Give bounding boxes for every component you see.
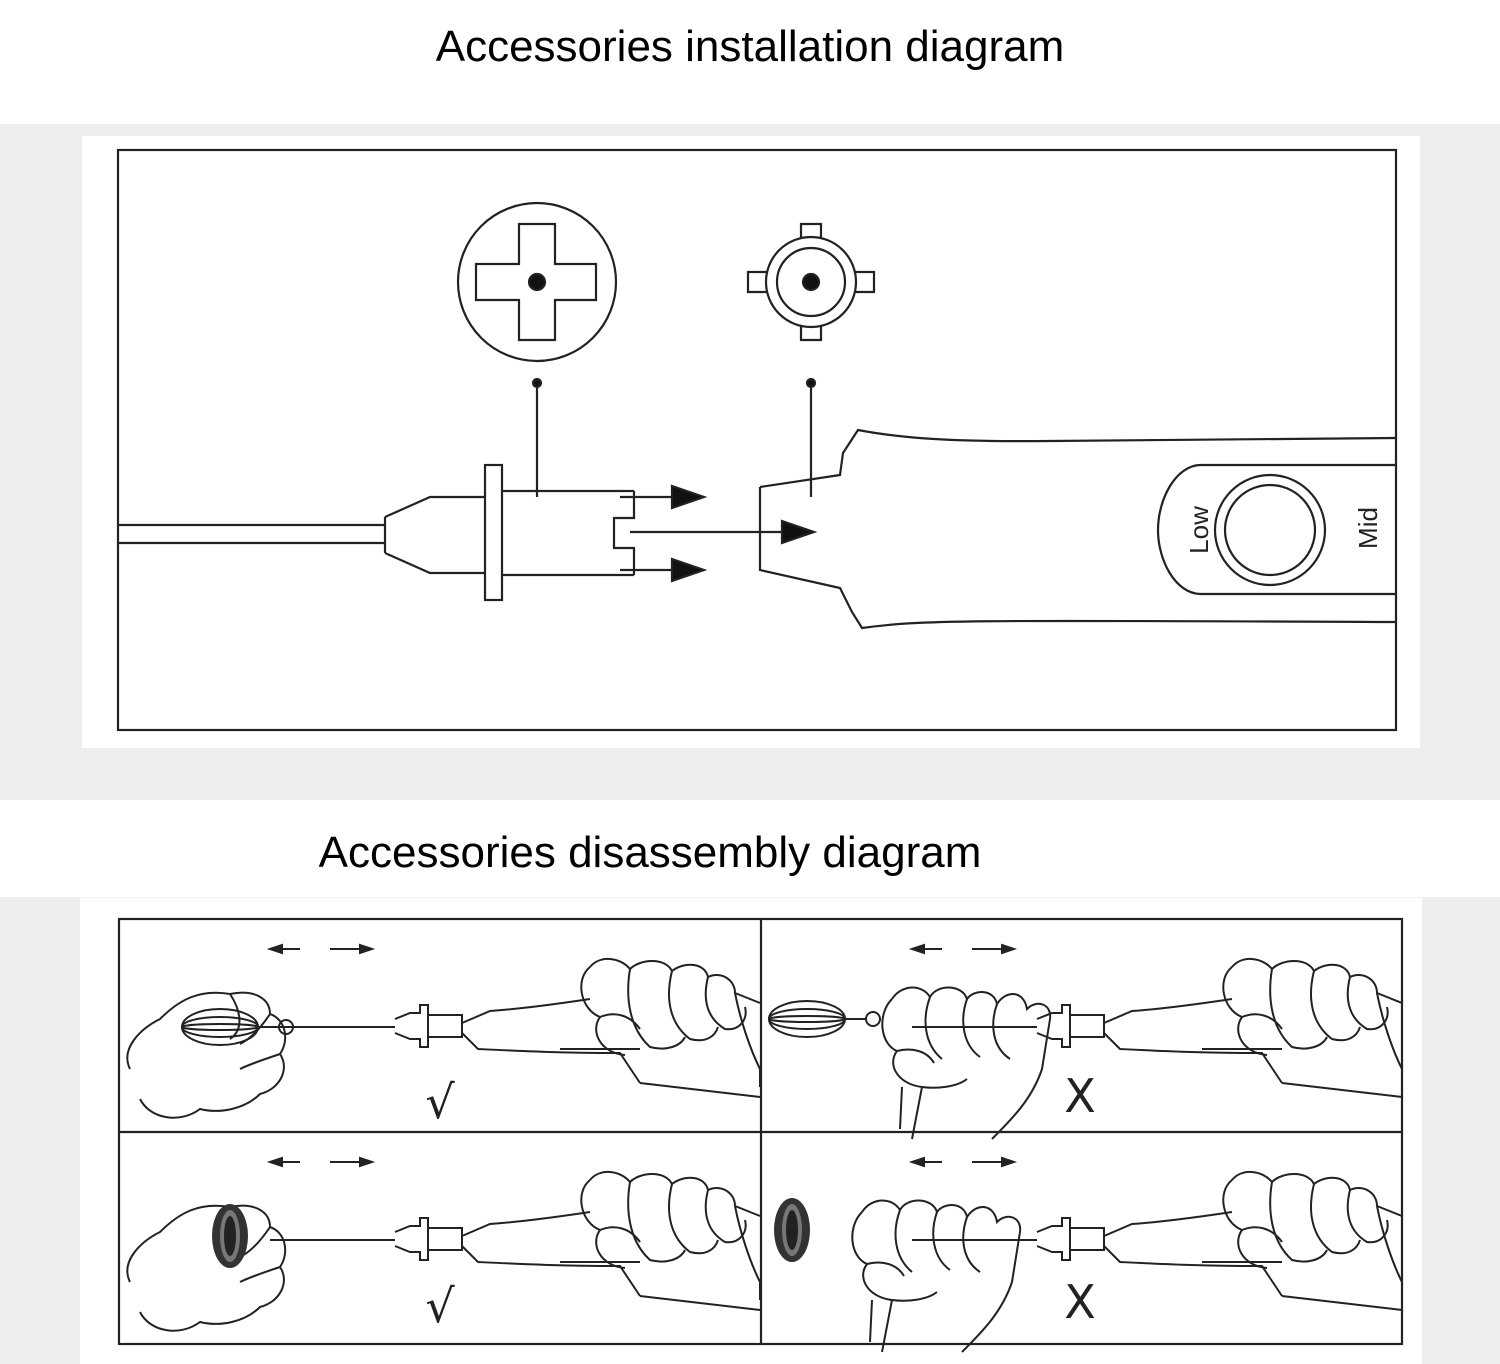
mark-cell-3: √: [425, 1279, 455, 1333]
speed-label-low: Low: [1184, 506, 1214, 554]
mark-cell-4: X: [1064, 1275, 1096, 1329]
handle-body: [758, 428, 1397, 630]
leader-dot-ring: [805, 377, 817, 389]
leader-dot-cross: [531, 377, 543, 389]
installation-title: Accessories installation diagram: [435, 22, 1065, 71]
insert-arrows: [620, 484, 818, 583]
ring-socket-detail: [746, 222, 876, 342]
mark-cell-1: √: [425, 1075, 455, 1129]
cross-socket-detail: [456, 201, 618, 363]
disassembly-title: Accessories disassembly diagram: [318, 828, 982, 877]
installation-frame: [116, 148, 1398, 732]
attachment-connector: [118, 463, 636, 602]
installation-panel: [82, 136, 1420, 748]
mark-cell-2: X: [1064, 1069, 1096, 1123]
speed-label-mid: Mid: [1353, 507, 1383, 549]
